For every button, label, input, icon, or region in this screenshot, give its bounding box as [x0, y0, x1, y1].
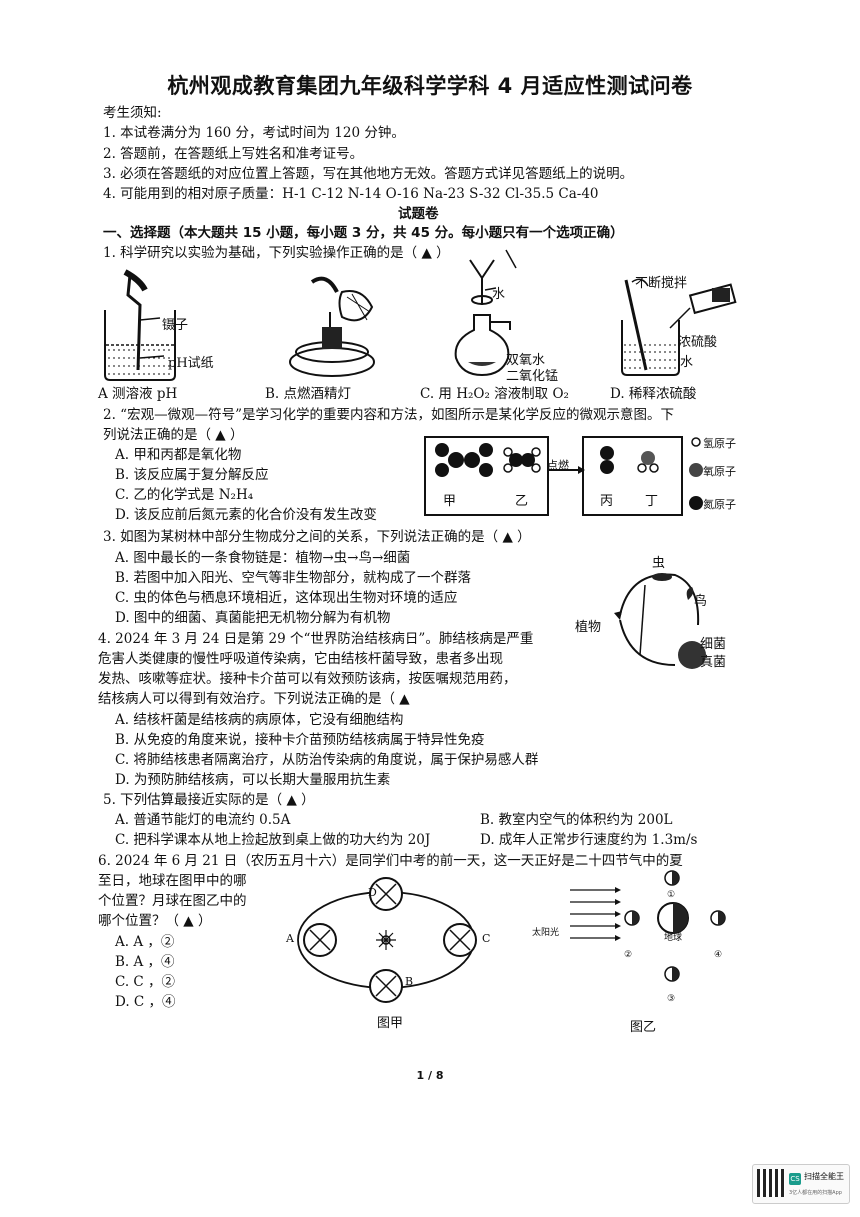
q1-figure-b: [289, 276, 375, 377]
q1-option-d: D. 稀释浓硫酸: [610, 386, 697, 402]
q2-label-yi: 乙: [515, 494, 529, 509]
q1-label-h2o2: 双氧水: [506, 353, 546, 368]
q3-label-bacteria: 细菌: [700, 637, 727, 652]
q1-option-c: C. 用 H₂O₂ 溶液制取 O₂: [420, 386, 569, 402]
q6-stem: 6. 2024 年 6 月 21 日（农历五月十六）是同学们中考的前一天，这一天…: [98, 853, 683, 869]
q6-pos-d: D: [368, 886, 377, 899]
q2-option-c: C. 乙的化学式是 N₂H₄: [115, 487, 254, 503]
qr-code-icon: [757, 1169, 785, 1197]
q2-legend-n: 氮原子: [703, 498, 736, 511]
q6-moon-mark-2: ②: [624, 950, 633, 960]
q3-option-b: B. 若图中加入阳光、空气等非生物部分，就构成了一个群落: [115, 570, 472, 586]
q3-label-bird: 鸟: [694, 594, 708, 609]
q2-stem: 2. “宏观—微观—符号”是学习化学的重要内容和方法，如图所示是某化学反应的微观…: [103, 407, 674, 423]
q6-pos-a: A: [286, 932, 294, 945]
q6-moon-mark-1: ①: [667, 890, 676, 900]
q1-label-conc-acid: 浓硫酸: [678, 335, 718, 350]
notice-item: 1. 本试卷满分为 160 分，考试时间为 120 分钟。: [103, 125, 405, 141]
q1-label-stir: 不断搅拌: [635, 276, 688, 291]
q2-label-ding: 丁: [645, 494, 659, 509]
q3-label-insect: 虫: [652, 556, 666, 571]
page-number: 1 / 8: [416, 1069, 444, 1082]
q6-moon-mark-3: ③: [667, 994, 676, 1004]
q3-option-c: C. 虫的体色与栖息环境相近，这体现出生物对环境的适应: [115, 590, 458, 606]
q6-option-a: A. A ，②: [115, 934, 175, 950]
q3-food-web: [614, 573, 706, 669]
q2-legend-o: 氧原子: [703, 465, 736, 478]
q2-label-jia: 甲: [443, 494, 457, 509]
q6-moon-figure: [570, 870, 726, 982]
q5-option-c: C. 把科学课本从地上捡起放到桌上做的功大约为 20J: [115, 832, 431, 848]
q6-pos-b: B: [405, 975, 414, 988]
q6-caption-yi: 图乙: [630, 1020, 657, 1035]
q6-pos-c: C: [482, 932, 491, 945]
q1-figure-c: [454, 249, 517, 377]
q3-label-plant: 植物: [575, 620, 602, 635]
notice-item: 2. 答题前，在答题纸上写姓名和准考证号。: [103, 146, 364, 162]
q6-stem: 个位置？月球在图乙中的: [98, 893, 247, 909]
q1-label-ph-paper: pH试纸: [168, 356, 214, 371]
q2-stem: 列说法正确的是（ ▲ ）: [103, 427, 244, 443]
q4-option-a: A. 结核杆菌是结核病的病原体，它没有细胞结构: [115, 712, 404, 728]
q1-label-mno2: 二氧化锰: [506, 369, 559, 384]
scanner-brand: 扫描全能王: [804, 1172, 844, 1181]
q4-stem: 4. 2024 年 3 月 24 日是第 29 个“世界防治结核病日”。肺结核病…: [98, 631, 534, 647]
q6-moon-mark-4: ④: [714, 950, 723, 960]
q6-caption-jia: 图甲: [377, 1016, 404, 1031]
q2-arrow-label: 点燃: [547, 459, 569, 472]
q1-option-b: B. 点燃酒精灯: [265, 386, 352, 402]
q1-label-tweezers: 镊子: [162, 318, 189, 333]
q4-stem: 危害人类健康的慢性呼吸道传染病，它由结核杆菌导致，患者多出现: [98, 651, 503, 667]
q2-option-b: B. 该反应属于复分解反应: [115, 467, 269, 483]
q2-box-products: [582, 436, 683, 516]
q6-earth-label: 地球: [664, 933, 683, 943]
q6-stem: 至日，地球在图甲中的哪: [98, 873, 247, 889]
q6-option-c: C. C ，②: [115, 974, 176, 990]
notice-item: 3. 必须在答题纸的对应位置上答题，写在其他地方无效。答题方式详见答题纸上的说明…: [103, 166, 634, 182]
q6-sunlight-label: 太阳光: [532, 928, 560, 938]
q6-orbit-figure: [297, 877, 477, 1003]
q4-option-d: D. 为预防肺结核病，可以长期大量服用抗生素: [115, 772, 391, 788]
q2-option-a: A. 甲和丙都是氧化物: [115, 447, 242, 463]
q3-label-fungi: 真菌: [700, 655, 727, 670]
q6-option-b: B. A ，④: [115, 954, 175, 970]
q6-stem: 哪个位置？（ ▲ ）: [98, 913, 212, 929]
page-title: 杭州观成教育集团九年级科学学科 4 月适应性测试问卷: [167, 74, 693, 98]
scanner-badge: CS 扫描全能王 3亿人都在用的扫描App: [752, 1164, 850, 1204]
q2-molecules: [435, 437, 703, 510]
q1-option-a: A 测溶液 pH: [98, 386, 178, 402]
q1-stem: 1. 科学研究以实验为基础，下列实验操作正确的是（ ▲ ）: [103, 245, 450, 261]
section-heading: 一、选择题（本大题共 15 小题，每小题 3 分，共 45 分。每小题只有一个选…: [103, 225, 624, 241]
q1-label-water2: 水: [680, 355, 694, 370]
q2-label-bing: 丙: [600, 494, 614, 509]
section-label: 试题卷: [398, 206, 439, 222]
q5-option-a: A. 普通节能灯的电流约 0.5A: [115, 812, 291, 828]
q4-stem: 发热、咳嗽等症状。接种卡介苗可以有效预防该病，按医嘱规范用药，: [98, 671, 517, 687]
q4-stem: 结核病人可以得到有效治疗。下列说法正确的是（ ▲: [98, 691, 410, 707]
q3-option-a: A. 图中最长的一条食物链是：植物→虫→鸟→细菌: [115, 550, 411, 566]
q5-stem: 5. 下列估算最接近实际的是（ ▲ ）: [103, 792, 315, 808]
q1-figure-a: [104, 269, 176, 381]
q2-legend-h: 氢原子: [703, 437, 736, 450]
q5-option-d: D. 成年人正常步行速度约为 1.3m/s: [480, 832, 698, 848]
q4-option-c: C. 将肺结核患者隔离治疗，从防治传染病的角度说，属于保护易感人群: [115, 752, 539, 768]
q1-figure-d: [621, 278, 737, 376]
notice-heading: 考生须知:: [103, 105, 162, 121]
notice-item: 4. 可能用到的相对原子质量：H-1 C-12 N-14 O-16 Na-23 …: [103, 186, 599, 202]
q4-option-b: B. 从免疫的角度来说，接种卡介苗预防结核病属于特异性免疫: [115, 732, 485, 748]
q2-option-d: D. 该反应前后氮元素的化合价没有发生改变: [115, 507, 377, 523]
q3-option-d: D. 图中的细菌、真菌能把无机物分解为有机物: [115, 610, 391, 626]
scanner-subtitle: 3亿人都在用的扫描App: [789, 1190, 842, 1196]
q1-label-water: 水: [492, 287, 506, 302]
cs-logo-icon: CS: [789, 1173, 801, 1185]
q6-option-d: D. C ，④: [115, 994, 176, 1010]
q2-box-reactants: [424, 436, 549, 516]
q5-option-b: B. 教室内空气的体积约为 200L: [480, 812, 673, 828]
q3-stem: 3. 如图为某树林中部分生物成分之间的关系，下列说法正确的是（ ▲ ）: [103, 529, 531, 545]
